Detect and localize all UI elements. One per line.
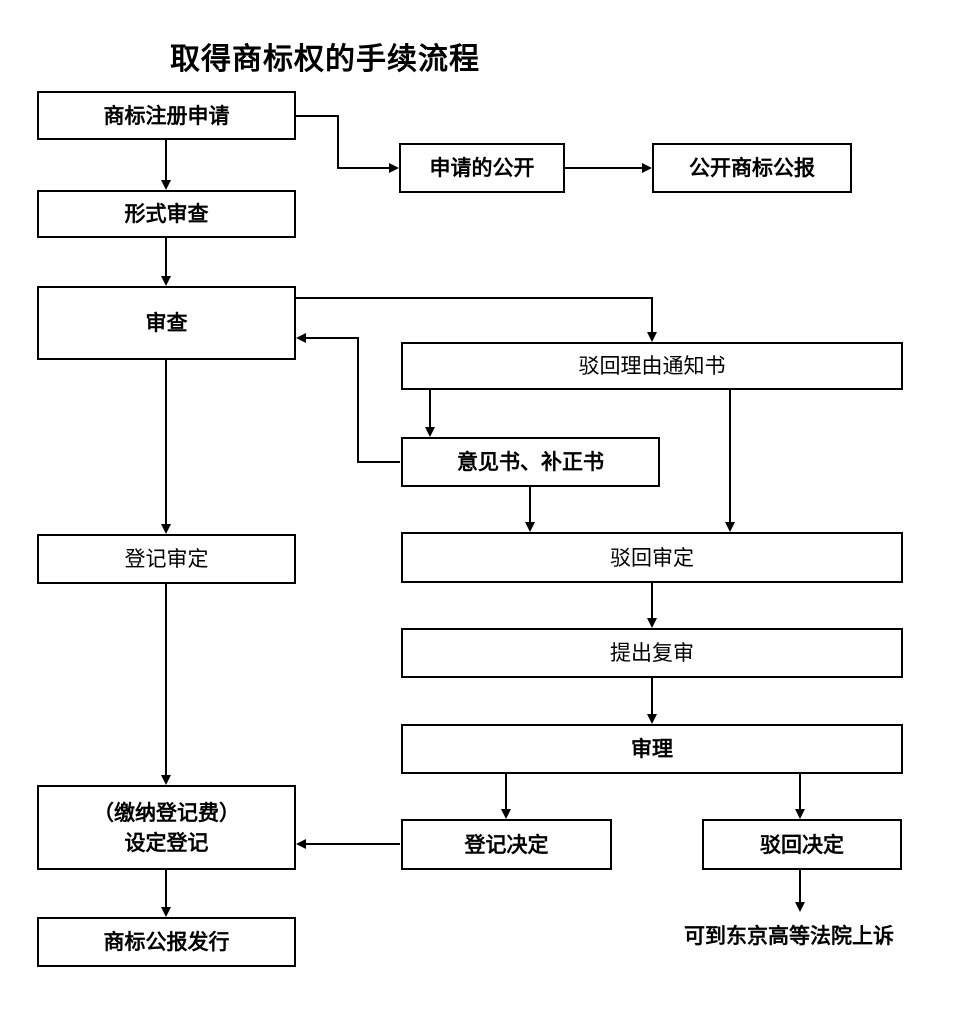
node-rejection-decision-label: 驳回决定 xyxy=(760,832,844,857)
node-registration-decision-label: 登记决定 xyxy=(464,832,549,857)
node-examination: 审查 xyxy=(37,286,296,360)
node-registration-exam-label: 登记审定 xyxy=(124,547,209,571)
node-trial-label: 审理 xyxy=(631,737,673,761)
node-application-label: 商标注册申请 xyxy=(103,103,230,128)
node-formal-examination-label: 形式审查 xyxy=(124,202,209,226)
node-registration-decision: 登记决定 xyxy=(401,819,612,870)
node-rejection-notice-label: 驳回理由通知书 xyxy=(578,354,726,378)
node-rejection-exam: 驳回审定 xyxy=(401,532,903,583)
node-registration-fee: （缴纳登记费） 设定登记 xyxy=(37,785,296,870)
node-publication-label: 申请的公开 xyxy=(429,156,535,180)
node-registration-fee-line2: 设定登记 xyxy=(124,830,209,855)
node-gazette-issue-label: 商标公报发行 xyxy=(103,930,230,954)
node-rejection-decision: 驳回决定 xyxy=(702,819,902,870)
node-registration-exam: 登记审定 xyxy=(37,534,296,584)
node-registration-fee-line1: （缴纳登记费） xyxy=(93,800,240,825)
node-opinion-amendment-label: 意见书、补正书 xyxy=(457,450,604,474)
arrow-application-to-publication xyxy=(296,115,399,173)
node-trial: 审理 xyxy=(401,724,903,774)
node-rejection-exam-label: 驳回审定 xyxy=(610,545,694,570)
arrow-opinion-to-exam xyxy=(296,333,400,463)
node-gazette-label: 公开商标公报 xyxy=(689,156,815,180)
node-appeal-request-label: 提出复审 xyxy=(610,641,694,665)
node-formal-examination: 形式审查 xyxy=(37,190,296,238)
note-appeal-court: 可到东京高等法院上诉 xyxy=(684,924,894,948)
node-examination-label: 审查 xyxy=(145,311,188,335)
node-opinion-amendment: 意见书、补正书 xyxy=(401,437,660,487)
node-appeal-request: 提出复审 xyxy=(401,628,903,678)
node-rejection-notice: 驳回理由通知书 xyxy=(401,342,903,390)
node-application: 商标注册申请 xyxy=(37,91,296,140)
diagram-title: 取得商标权的手续流程 xyxy=(170,42,480,77)
arrow-exam-to-rejection-notice xyxy=(296,297,657,342)
node-gazette-issue: 商标公报发行 xyxy=(37,917,296,967)
node-gazette: 公开商标公报 xyxy=(652,143,852,193)
node-publication: 申请的公开 xyxy=(399,143,565,193)
